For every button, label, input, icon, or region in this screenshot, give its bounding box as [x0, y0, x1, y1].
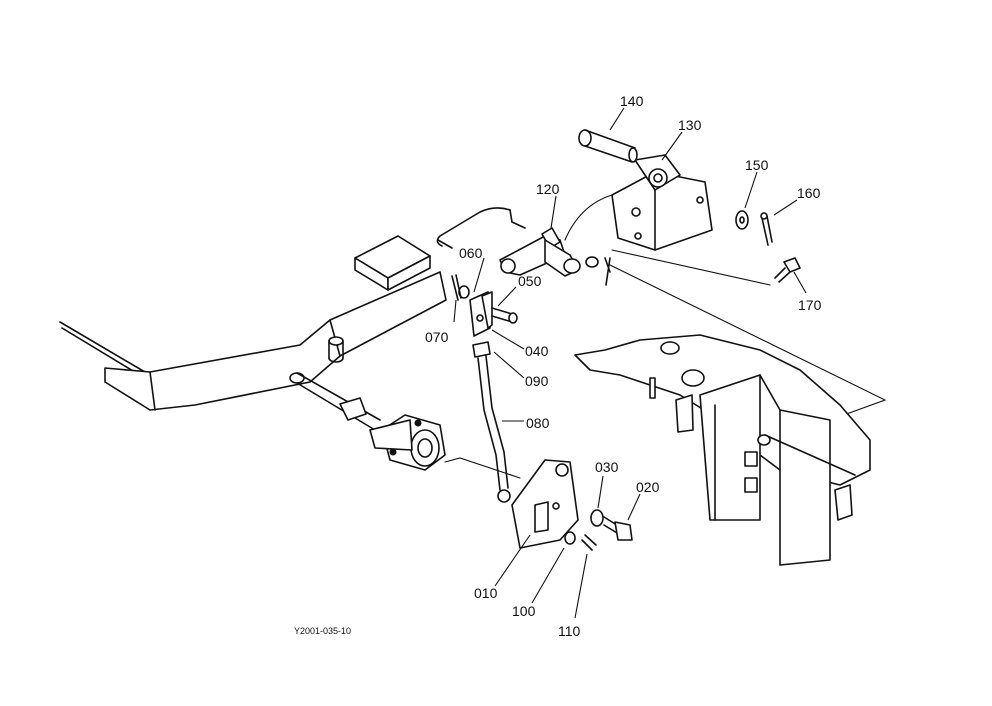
part-100-washer — [564, 531, 576, 545]
label-010: 010 — [474, 585, 498, 601]
return-spring — [436, 207, 526, 249]
label-050: 050 — [518, 273, 542, 289]
part-020-bolt — [603, 516, 633, 541]
part-010-plate — [511, 459, 579, 549]
part-030-washer — [590, 509, 604, 527]
label-130: 130 — [678, 117, 702, 133]
part-070-cotter-pin — [451, 274, 462, 301]
label-060: 060 — [459, 245, 483, 261]
part-labels: 140 130 120 150 160 170 060 050 070 040 … — [425, 93, 822, 639]
leader-lines — [453, 107, 807, 619]
part-110-cotter-pin — [581, 534, 597, 551]
part-140-pin — [578, 129, 638, 163]
cotter-pin-upper — [604, 257, 611, 286]
label-150: 150 — [745, 157, 769, 173]
brake-pedal-arm — [59, 271, 447, 411]
label-090: 090 — [525, 373, 549, 389]
part-080-rod — [477, 355, 511, 503]
figure-code: Y2001-035-10 — [294, 626, 351, 636]
part-050-bolt — [491, 307, 518, 324]
part-130-bracket — [564, 154, 771, 286]
cross-shaft — [289, 372, 381, 431]
pedal-boss — [328, 336, 344, 363]
part-160-cotter-pin — [760, 212, 773, 246]
part-040-clevis — [469, 291, 493, 337]
label-170: 170 — [798, 297, 822, 313]
label-030: 030 — [595, 459, 619, 475]
label-040: 040 — [525, 343, 549, 359]
label-120: 120 — [536, 181, 560, 197]
part-150-washer — [735, 210, 749, 230]
label-100: 100 — [512, 603, 536, 619]
part-170-bolt — [774, 257, 801, 283]
label-080: 080 — [526, 415, 550, 431]
label-070: 070 — [425, 329, 449, 345]
label-110: 110 — [558, 623, 581, 639]
part-090-nut — [472, 341, 491, 358]
label-160: 160 — [797, 185, 821, 201]
part-120-lever — [499, 227, 599, 277]
frame-bracket — [574, 264, 887, 566]
shaft-bearing-flange — [369, 414, 521, 479]
pedal-pad — [354, 235, 431, 291]
label-140: 140 — [620, 93, 644, 109]
label-020: 020 — [636, 479, 660, 495]
